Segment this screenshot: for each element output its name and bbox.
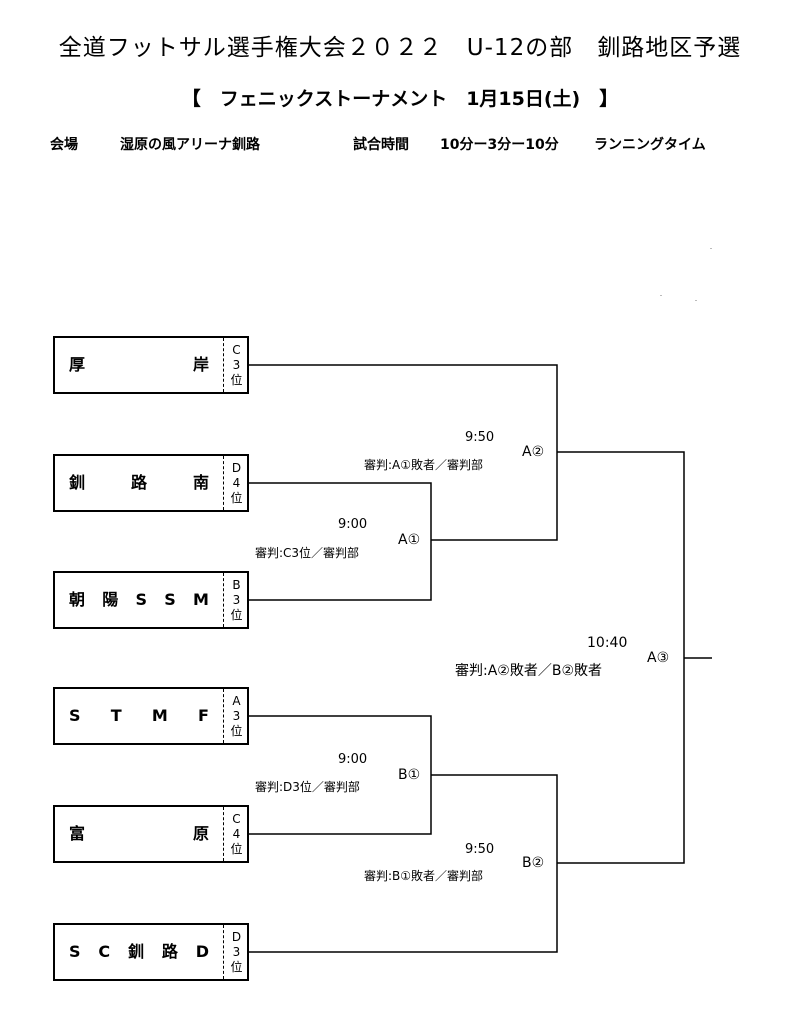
team-seed: D 4 位 <box>223 456 249 510</box>
team-name: 富 原 <box>69 824 209 843</box>
team-box-atsukeshi: 厚 岸 C 3 位 <box>53 336 249 394</box>
match-a2-time: 9:50 <box>465 430 495 445</box>
line-b2-to-a3 <box>557 658 685 864</box>
team-name: S T M F <box>69 706 209 725</box>
scan-speck <box>660 295 662 296</box>
team-box-tomihara: 富 原 C 4 位 <box>53 805 249 863</box>
match-a3-referee: 審判:A②敗者／B②敗者 <box>455 663 602 679</box>
match-time-label: 試合時間 <box>353 137 409 153</box>
match-a1-label: A① <box>398 532 421 548</box>
team-seed: D 3 位 <box>223 925 249 979</box>
line-team5-to-b1 <box>249 775 432 835</box>
line-team3-to-a1 <box>249 540 432 601</box>
team-name: 朝 陽 S S M <box>69 590 209 609</box>
team-name: 厚 岸 <box>69 355 209 374</box>
team-seed: C 3 位 <box>223 338 249 392</box>
team-seed: B 3 位 <box>223 573 249 627</box>
team-seed: A 3 位 <box>223 689 249 743</box>
page-title: 全道フットサル選手権大会２０２２ U-12の部 釧路地区予選 <box>58 35 742 61</box>
scan-speck <box>710 248 712 249</box>
line-a1-to-a2 <box>431 452 558 541</box>
match-b2-label: B② <box>522 855 545 871</box>
match-a1-referee: 審判:C3位／審判部 <box>255 546 360 560</box>
line-b1-to-b2 <box>431 774 558 863</box>
match-a3-label: A③ <box>647 650 670 666</box>
match-a2-label: A② <box>522 444 545 460</box>
match-b1-referee: 審判:D3位／審判部 <box>255 780 360 794</box>
venue-name: 湿原の風アリーナ釧路 <box>120 137 260 153</box>
line-team4-to-b1 <box>249 715 432 775</box>
team-box-stmf: S T M F A 3 位 <box>53 687 249 745</box>
match-a3-time: 10:40 <box>587 635 628 651</box>
team-seed: C 4 位 <box>223 807 249 861</box>
team-box-sc-kushiro-d: S C 釧 路 D D 3 位 <box>53 923 249 981</box>
line-a2-to-a3 <box>557 451 685 658</box>
match-a2-referee: 審判:A①敗者／審判部 <box>364 458 484 472</box>
scan-speck <box>695 300 697 301</box>
team-name: S C 釧 路 D <box>69 942 209 961</box>
match-time-type: ランニングタイム <box>594 137 706 153</box>
venue-label: 会場 <box>50 137 78 153</box>
line-team1-to-a2 <box>249 364 558 452</box>
match-b2-referee: 審判:B①敗者／審判部 <box>364 869 484 883</box>
match-a1-time: 9:00 <box>338 517 368 532</box>
team-box-kushiro-minami: 釧 路 南 D 4 位 <box>53 454 249 512</box>
match-b1-label: B① <box>398 767 421 783</box>
match-b1-time: 9:00 <box>338 752 368 767</box>
line-team2-to-a1 <box>249 482 432 540</box>
team-box-choyo-ssm: 朝 陽 S S M B 3 位 <box>53 571 249 629</box>
match-time-format: 10分ー3分ー10分 <box>440 137 559 153</box>
tournament-subtitle: 【 フェニックストーナメント 1月15日(土) 】 <box>181 88 619 110</box>
team-name: 釧 路 南 <box>69 473 209 492</box>
match-b2-time: 9:50 <box>465 842 495 857</box>
line-team6-to-b2 <box>249 863 558 953</box>
